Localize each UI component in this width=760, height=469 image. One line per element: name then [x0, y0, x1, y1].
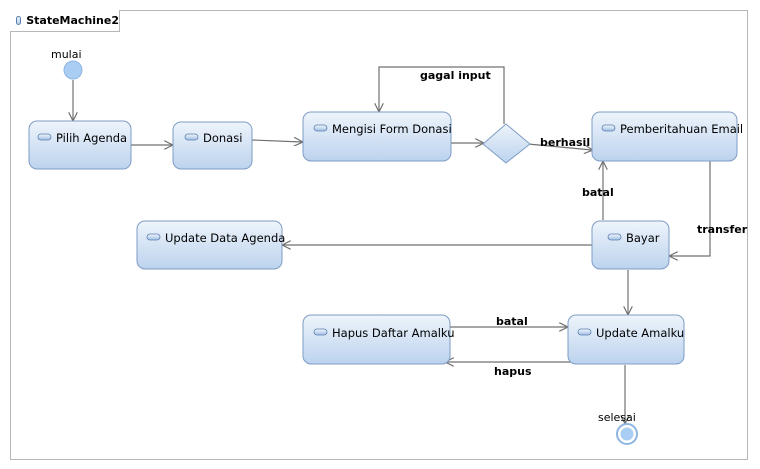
- state-machine-icon: [16, 16, 22, 25]
- state-label: Pilih Agenda: [56, 131, 127, 145]
- state-label: Mengisi Form Donasi: [332, 122, 452, 136]
- state-icon: [313, 328, 328, 336]
- edge-donasi-to-mengisi-form[interactable]: [251, 140, 302, 142]
- state-icon: [607, 233, 622, 241]
- decision-node[interactable]: [482, 123, 531, 164]
- label-transfer: transfer: [697, 223, 748, 236]
- edge-transfer[interactable]: [670, 161, 711, 256]
- state-hapus-daftar-amalku[interactable]: Hapus Daftar Amalku: [302, 314, 455, 365]
- diagram-title: StateMachine2: [26, 14, 119, 27]
- state-mengisi-form-donasi[interactable]: Mengisi Form Donasi: [302, 111, 452, 162]
- state-label: Update Amalku: [596, 326, 684, 340]
- state-update-amalku[interactable]: Update Amalku: [567, 314, 685, 365]
- state-label: Hapus Daftar Amalku: [332, 326, 455, 340]
- state-label: Update Data Agenda: [165, 231, 285, 245]
- edge-berhasil[interactable]: [527, 143, 592, 150]
- state-donasi[interactable]: Donasi: [172, 121, 253, 170]
- state-pilih-agenda[interactable]: Pilih Agenda: [28, 120, 132, 170]
- label-gagal-input: gagal input: [420, 69, 491, 82]
- label-hapus: hapus: [494, 365, 532, 378]
- final-node-label: selesai: [598, 411, 636, 424]
- diagram-tab[interactable]: StateMachine2: [10, 10, 120, 32]
- state-bayar[interactable]: Bayar: [591, 220, 670, 270]
- initial-node[interactable]: [63, 60, 83, 80]
- state-icon: [577, 328, 592, 336]
- label-berhasil: berhasil: [540, 136, 590, 149]
- transition-labels: gagal input berhasil batal transfer bata…: [420, 69, 748, 378]
- state-label: Donasi: [203, 131, 242, 145]
- transitions: [73, 66, 711, 423]
- state-update-data-agenda[interactable]: Update Data Agenda: [136, 220, 285, 270]
- state-icon: [146, 233, 161, 241]
- initial-node-label: mulai: [51, 48, 82, 61]
- state-label: Pemberitahuan Email: [620, 122, 743, 136]
- final-node[interactable]: [616, 423, 638, 445]
- label-batal-amalku: batal: [496, 315, 528, 328]
- state-pemberitahuan-email[interactable]: Pemberitahuan Email: [591, 111, 743, 162]
- state-icon: [313, 124, 328, 132]
- edge-gagal-input[interactable]: [379, 66, 505, 124]
- state-icon: [184, 133, 199, 141]
- label-batal-bayar: batal: [582, 186, 614, 199]
- state-label: Bayar: [626, 231, 660, 245]
- state-icon: [601, 124, 616, 132]
- state-icon: [37, 133, 52, 141]
